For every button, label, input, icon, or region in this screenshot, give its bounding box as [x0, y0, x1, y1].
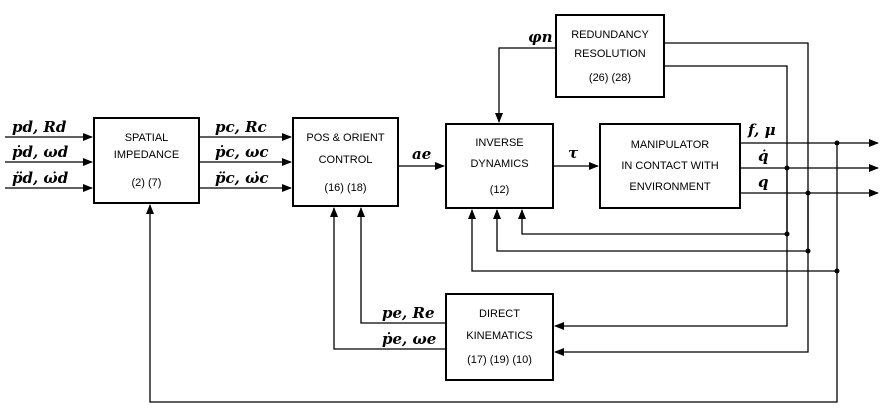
- phi-arrow: [495, 47, 556, 123]
- signal-ae: ae: [412, 145, 431, 163]
- signal-pd-dot-omega-d: ṗd, ωd: [12, 143, 69, 161]
- pos-orient-control-block: POS & ORIENT CONTROL (16) (18): [292, 117, 399, 207]
- direct-kinematics-label-2: KINEMATICS: [466, 330, 532, 342]
- signal-q: q: [758, 173, 769, 191]
- redundancy-resolution-block: REDUNDANCY RESOLUTION (26) (28): [555, 14, 665, 98]
- inverse-dynamics-block: INVERSE DYNAMICS (12): [445, 123, 554, 209]
- signal-pd-Rd: pd, Rd: [12, 118, 67, 136]
- feedback-lines: [146, 42, 840, 403]
- spatial-impedance-label-1: SPATIAL: [125, 132, 169, 144]
- inverse-dynamics-label-1: INVERSE: [475, 137, 523, 149]
- signal-pc-Rc: pc, Rc: [215, 118, 267, 136]
- signal-f-mu: f, μ: [747, 121, 776, 139]
- redundancy-resolution-ref: (26) (28): [589, 72, 631, 84]
- redundancy-resolution-label-1: REDUNDANCY: [571, 29, 649, 41]
- signal-pd-ddot-omega-d-dot: p̈d, ω̇d: [12, 169, 69, 187]
- signal-tau: τ: [568, 144, 579, 162]
- signal-pe-dot-omega-e: ṗe, ωe: [382, 330, 436, 348]
- pos-orient-control-ref: (16) (18): [324, 182, 366, 194]
- input-arrows: [5, 133, 93, 192]
- signal-labels: pd, Rd ṗd, ωd p̈d, ω̇d pc, Rc ṗc, ωc p̈c…: [12, 28, 776, 348]
- signal-q-dot: q̇: [758, 147, 769, 165]
- pos-orient-control-label-2: CONTROL: [319, 154, 373, 166]
- manipulator-label-2: IN CONTACT WITH: [621, 160, 718, 172]
- signal-pc-ddot-omega-c-dot: p̈c, ω̇c: [215, 169, 268, 187]
- signal-pc-dot-omega-c: ṗc, ωc: [215, 143, 268, 161]
- manipulator-label-3: ENVIRONMENT: [629, 181, 711, 193]
- spatial-impedance-label-2: IMPEDANCE: [114, 149, 179, 161]
- impedance-output-arrows: [199, 133, 292, 192]
- inverse-dynamics-label-2: DYNAMICS: [470, 158, 528, 170]
- signal-pe-Re: pe, Re: [382, 304, 435, 322]
- direct-kinematics-label-1: DIRECT: [479, 308, 520, 320]
- manipulator-label-1: MANIPULATOR: [631, 139, 709, 151]
- signal-phi-n: φn: [528, 28, 552, 46]
- direct-kinematics-block: DIRECT KINEMATICS (17) (19) (10): [445, 293, 554, 381]
- redundancy-resolution-label-2: RESOLUTION: [574, 48, 646, 60]
- inverse-dynamics-ref: (12): [490, 184, 510, 196]
- spatial-impedance-ref: (2) (7): [132, 177, 162, 189]
- manipulator-block: MANIPULATOR IN CONTACT WITH ENVIRONMENT: [599, 123, 741, 209]
- spatial-impedance-block: SPATIAL IMPEDANCE (2) (7): [93, 117, 200, 204]
- pos-orient-control-label-1: POS & ORIENT: [306, 132, 385, 144]
- direct-kinematics-ref: (17) (19) (10): [467, 354, 532, 366]
